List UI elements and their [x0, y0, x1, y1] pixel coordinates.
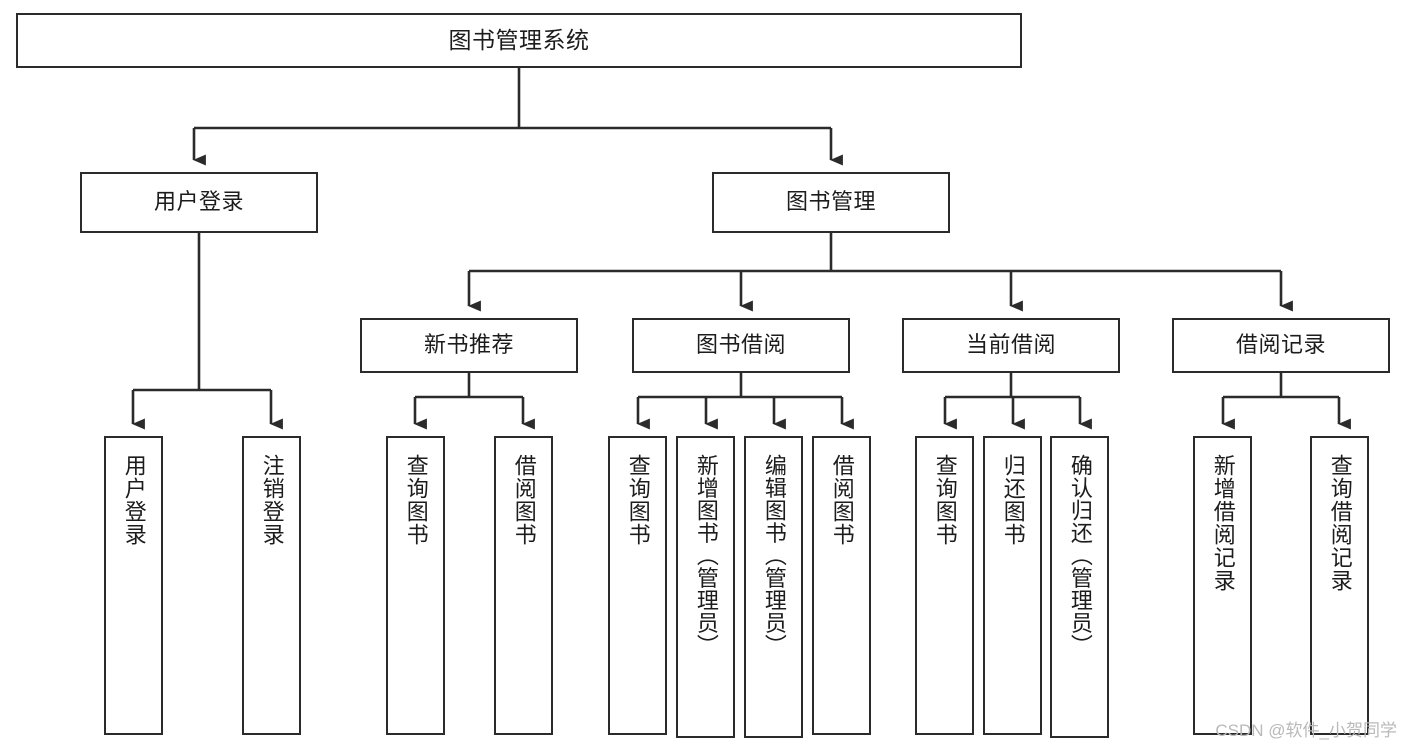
leaf-add-book-admin-label: 新增图书（管理员） — [693, 454, 719, 657]
node-current-borrow[interactable]: 当前借阅 — [902, 318, 1120, 373]
leaf-borrow-book-new[interactable]: 借阅图书 — [494, 436, 553, 735]
csdn-watermark: CSDN @软件_小贺同学 — [1215, 721, 1397, 740]
leaf-borrow-book[interactable]: 借阅图书 — [812, 436, 871, 735]
leaf-query-book-borrow[interactable]: 查询图书 — [608, 436, 667, 735]
leaf-confirm-return-admin-label: 确认归还（管理员） — [1067, 454, 1093, 657]
node-borrow-record[interactable]: 借阅记录 — [1172, 318, 1390, 373]
leaf-borrow-book-new-label: 借阅图书 — [511, 454, 537, 546]
node-user-login-label: 用户登录 — [153, 189, 244, 215]
leaf-add-book-admin[interactable]: 新增图书（管理员） — [676, 436, 735, 738]
leaf-query-book-current-label: 查询图书 — [932, 454, 958, 546]
leaf-return-book-label: 归还图书 — [1000, 454, 1026, 546]
node-book-borrow-label: 图书借阅 — [695, 332, 786, 358]
leaf-return-book[interactable]: 归还图书 — [983, 436, 1042, 735]
leaf-add-borrow-record-label: 新增借阅记录 — [1210, 454, 1236, 592]
node-book-borrow[interactable]: 图书借阅 — [632, 318, 850, 373]
leaf-edit-book-admin-label: 编辑图书（管理员） — [761, 454, 787, 657]
leaf-query-book-new-label: 查询图书 — [403, 454, 429, 546]
leaf-logout-label: 注销登录 — [259, 454, 285, 546]
leaf-add-borrow-record[interactable]: 新增借阅记录 — [1193, 436, 1252, 735]
leaf-query-borrow-record-label: 查询借阅记录 — [1327, 454, 1353, 592]
node-borrow-record-label: 借阅记录 — [1235, 332, 1326, 358]
leaf-query-book-new[interactable]: 查询图书 — [386, 436, 445, 735]
leaf-query-borrow-record[interactable]: 查询借阅记录 — [1310, 436, 1369, 735]
leaf-query-book-borrow-label: 查询图书 — [625, 454, 651, 546]
node-new-book-recommend[interactable]: 新书推荐 — [360, 318, 578, 373]
leaf-logout[interactable]: 注销登录 — [242, 436, 301, 735]
node-root-book-management-system[interactable]: 图书管理系统 — [16, 13, 1022, 68]
leaf-user-login-label: 用户登录 — [121, 454, 147, 546]
leaf-query-book-current[interactable]: 查询图书 — [915, 436, 974, 735]
leaf-edit-book-admin[interactable]: 编辑图书（管理员） — [744, 436, 803, 738]
leaf-user-login[interactable]: 用户登录 — [104, 436, 163, 735]
node-new-book-recommend-label: 新书推荐 — [423, 332, 514, 358]
node-book-management-label: 图书管理 — [785, 189, 876, 215]
node-current-borrow-label: 当前借阅 — [965, 332, 1056, 358]
leaf-confirm-return-admin[interactable]: 确认归还（管理员） — [1050, 436, 1109, 738]
node-user-login[interactable]: 用户登录 — [80, 172, 318, 233]
leaf-borrow-book-label: 借阅图书 — [829, 454, 855, 546]
node-book-management[interactable]: 图书管理 — [712, 172, 950, 233]
node-root-label: 图书管理系统 — [448, 26, 590, 53]
